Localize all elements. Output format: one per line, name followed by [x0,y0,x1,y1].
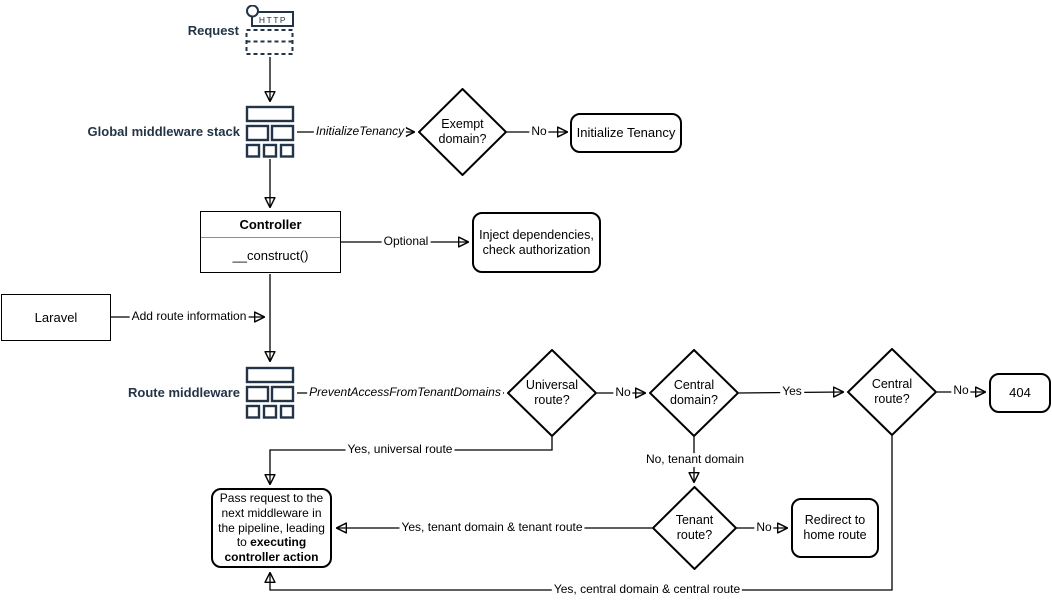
laravel-node: Laravel [1,294,111,341]
central-domain-decision: Central domain? [649,349,739,437]
inject-dependencies-text: Inject dependencies, check authorization [479,227,594,257]
central-domain-text: Central domain? [670,378,718,407]
universal-route-decision: Universal route? [507,349,597,437]
global-middleware-stack-label: Global middleware stack [87,124,240,139]
not-found-node: 404 [989,373,1051,413]
exempt-domain-decision: Exempt domain? [418,88,507,176]
request-label: Request [187,23,239,38]
pass-request-node: Pass request to the next middleware in t… [211,488,332,568]
route-middleware-icon [245,366,295,419]
edge-label-optional: Optional [381,234,431,249]
controller-constructor: __construct() [232,247,309,263]
controller-title: Controller [201,212,340,238]
universal-route-text: Universal route? [525,378,579,407]
edge-label-tenant-yes: Yes, tenant domain & tenant route [399,520,585,535]
middleware-stack-icon [245,105,295,158]
tenant-route-text: Tenant route? [675,513,714,542]
edge-label-prevent-access: PreventAccessFromTenantDomains [307,385,503,400]
inject-dependencies-node: Inject dependencies, check authorization [472,212,601,273]
edge-label-central-route-yes: Yes, central domain & central route [551,582,743,597]
pass-request-text-bold: executing controller action [224,535,319,564]
redirect-home-text: Redirect to home route [803,513,867,542]
edge-label-central-route-no: No [951,383,971,398]
http-request-icon: HTTP [245,4,295,56]
exempt-domain-text: Exempt domain? [438,117,487,146]
route-middleware-label: Route middleware [128,385,240,400]
edge-label-universal-yes: Yes, universal route [345,442,455,457]
edge-label-universal-no: No [613,385,633,400]
laravel-text: Laravel [34,309,78,325]
central-route-text: Central route? [871,377,913,406]
edge-label-exempt-no: No [529,124,549,139]
edge-label-add-route-information: Add route information [129,309,249,324]
pass-request-text: Pass request to the next middleware in t… [217,491,326,564]
redirect-home-node: Redirect to home route [791,498,879,558]
initialize-tenancy-text: Initialize Tenancy [576,125,676,141]
controller-node: Controller __construct() [200,211,341,273]
http-icon-circle [246,4,259,18]
edge-label-central-domain-yes: Yes [780,384,804,399]
edge-label-central-domain-no: No, tenant domain [643,452,747,467]
not-found-text: 404 [1009,385,1031,401]
tenant-route-decision: Tenant route? [652,486,737,570]
central-route-decision: Central route? [847,348,937,436]
edge-label-initialize-tenancy: InitializeTenancy [313,124,407,139]
pass-request-text-regular: Pass request to the next middleware in t… [218,491,325,550]
initialize-tenancy-node: Initialize Tenancy [570,113,682,153]
http-icon-text: HTTP [259,15,287,25]
edge-label-tenant-no: No [754,520,774,535]
